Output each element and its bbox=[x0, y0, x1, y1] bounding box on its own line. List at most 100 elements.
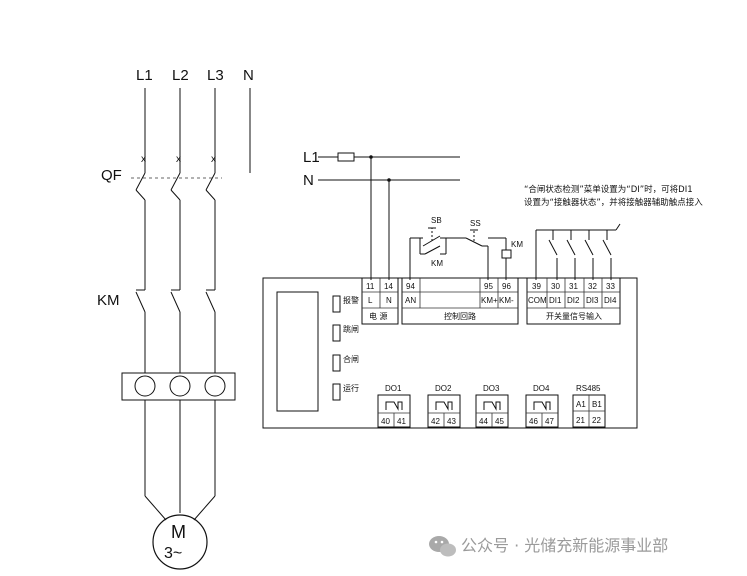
km-coil-label: KM bbox=[511, 240, 523, 249]
contactor-blade bbox=[135, 291, 146, 313]
terminal-di4-label: DI4 bbox=[604, 296, 617, 305]
terminal-32: 32 bbox=[588, 282, 597, 291]
do4-output: DO4 46 47 bbox=[525, 384, 559, 428]
breaker-blade bbox=[170, 172, 181, 191]
current-transformer bbox=[134, 375, 156, 397]
control-contacts: SB KM SS KM bbox=[409, 216, 523, 280]
terminal-46: 46 bbox=[529, 417, 538, 426]
terminal-39: 39 bbox=[532, 282, 541, 291]
km-coil bbox=[501, 249, 512, 259]
terminal-kmminus-label: KM- bbox=[499, 296, 514, 305]
di3-contact bbox=[584, 239, 594, 256]
note: “合闸状态检测”菜单设置为“DI”时，可将DI1 设置为“接触器状态”，并将接触… bbox=[524, 184, 703, 208]
terminal-42: 42 bbox=[431, 417, 440, 426]
terminal-33: 33 bbox=[606, 282, 615, 291]
terminal-an-label: AN bbox=[405, 296, 416, 305]
breaker-x-mark: x bbox=[211, 154, 216, 165]
breaker-blade bbox=[135, 172, 146, 191]
wechat-icon bbox=[429, 536, 456, 557]
terminal-11: 11 bbox=[366, 282, 375, 291]
control-n-label: N bbox=[303, 172, 314, 189]
terminal-94: 94 bbox=[406, 282, 415, 291]
terminal-41: 41 bbox=[397, 417, 406, 426]
terminal-di2-label: DI2 bbox=[567, 296, 580, 305]
relay-contact-icon bbox=[483, 401, 501, 411]
terminal-96: 96 bbox=[502, 282, 511, 291]
rs485-a1-label: A1 bbox=[576, 400, 586, 409]
breaker-lower bbox=[135, 189, 146, 201]
motor-name: M bbox=[171, 522, 186, 542]
watermark: 公众号 · 光储充新能源事业部 bbox=[429, 536, 668, 557]
terminal-30: 30 bbox=[551, 282, 560, 291]
do3-output: DO3 44 45 bbox=[475, 384, 509, 428]
control-supply: L1 N bbox=[303, 149, 460, 280]
current-transformer-block bbox=[121, 372, 236, 401]
contactor-blade bbox=[205, 291, 216, 313]
note-line-1: “合闸状态检测”菜单设置为“DI”时，可将DI1 bbox=[524, 184, 693, 195]
fuse bbox=[337, 152, 355, 162]
note-leader bbox=[615, 223, 621, 231]
di1-contact bbox=[548, 239, 558, 256]
breaker-lower bbox=[170, 189, 181, 201]
rs485-label: RS485 bbox=[576, 384, 601, 393]
rs485-port: RS485 A1 B1 21 22 bbox=[572, 384, 606, 428]
power-block-title: 电 源 bbox=[369, 311, 388, 321]
control-l1-label: L1 bbox=[303, 149, 320, 166]
ss-label: SS bbox=[470, 219, 481, 228]
terminal-n-label: N bbox=[386, 296, 392, 305]
main-circuit: L1 L2 L3 N x x x QF KM bbox=[97, 67, 254, 570]
contactor-label: KM bbox=[97, 292, 120, 309]
breaker-x-mark: x bbox=[176, 154, 181, 165]
control-terminal-block bbox=[401, 277, 519, 325]
terminal-l-label: L bbox=[368, 296, 373, 305]
breaker-label: QF bbox=[101, 167, 122, 184]
sb-label: SB bbox=[431, 216, 442, 225]
protector-device: 报警 跳闸 合闸 运行 11 14 L N 电 源 94 95 96 AN KM… bbox=[262, 277, 638, 429]
do1-label: DO1 bbox=[385, 384, 402, 393]
terminal-47: 47 bbox=[545, 417, 554, 426]
input-block-title: 开关量信号输入 bbox=[546, 311, 602, 321]
motor-feed-wire bbox=[144, 495, 167, 521]
indicator-lamp bbox=[332, 354, 341, 372]
indicator-close-label: 合闸 bbox=[343, 354, 359, 364]
supply-l3-label: L3 bbox=[207, 67, 224, 84]
supply-l2-label: L2 bbox=[172, 67, 189, 84]
do4-label: DO4 bbox=[533, 384, 550, 393]
contactor-blade bbox=[170, 291, 181, 313]
current-transformer bbox=[204, 375, 226, 397]
terminal-43: 43 bbox=[447, 417, 456, 426]
ss-contact bbox=[465, 237, 483, 247]
terminal-kmplus-label: KM+ bbox=[481, 296, 498, 305]
km-aux-contact bbox=[424, 245, 441, 255]
di-contacts bbox=[535, 223, 621, 280]
current-transformer bbox=[169, 375, 191, 397]
lcd-display bbox=[276, 291, 319, 412]
breaker-blade bbox=[205, 172, 216, 191]
note-line-2: 设置为“接触器状态”，并将接触器辅助触点接入 bbox=[524, 197, 703, 208]
indicator-trip-label: 跳闸 bbox=[343, 324, 359, 334]
di4-contact bbox=[602, 239, 612, 256]
control-block-title: 控制回路 bbox=[444, 311, 476, 321]
supply-l1-label: L1 bbox=[136, 67, 153, 84]
indicator-lamp bbox=[332, 383, 341, 401]
indicator-lamp bbox=[332, 295, 341, 313]
terminal-22: 22 bbox=[592, 416, 601, 425]
relay-contact-icon bbox=[385, 401, 403, 411]
relay-contact-icon bbox=[435, 401, 453, 411]
indicator-lamp bbox=[332, 324, 341, 342]
terminal-14: 14 bbox=[384, 282, 393, 291]
terminal-di3-label: DI3 bbox=[586, 296, 599, 305]
relay-contact-icon bbox=[533, 401, 551, 411]
km-aux-label: KM bbox=[431, 259, 443, 268]
terminal-45: 45 bbox=[495, 417, 504, 426]
rs485-b1-label: B1 bbox=[592, 400, 602, 409]
terminal-21: 21 bbox=[576, 416, 585, 425]
terminal-95: 95 bbox=[484, 282, 493, 291]
indicator-alarm-label: 报警 bbox=[343, 295, 359, 305]
watermark-text: 公众号 · 光储充新能源事业部 bbox=[461, 536, 668, 555]
do1-output: DO1 40 41 bbox=[377, 384, 411, 428]
do2-output: DO2 42 43 bbox=[427, 384, 461, 428]
terminal-com-label: COM bbox=[528, 296, 547, 305]
